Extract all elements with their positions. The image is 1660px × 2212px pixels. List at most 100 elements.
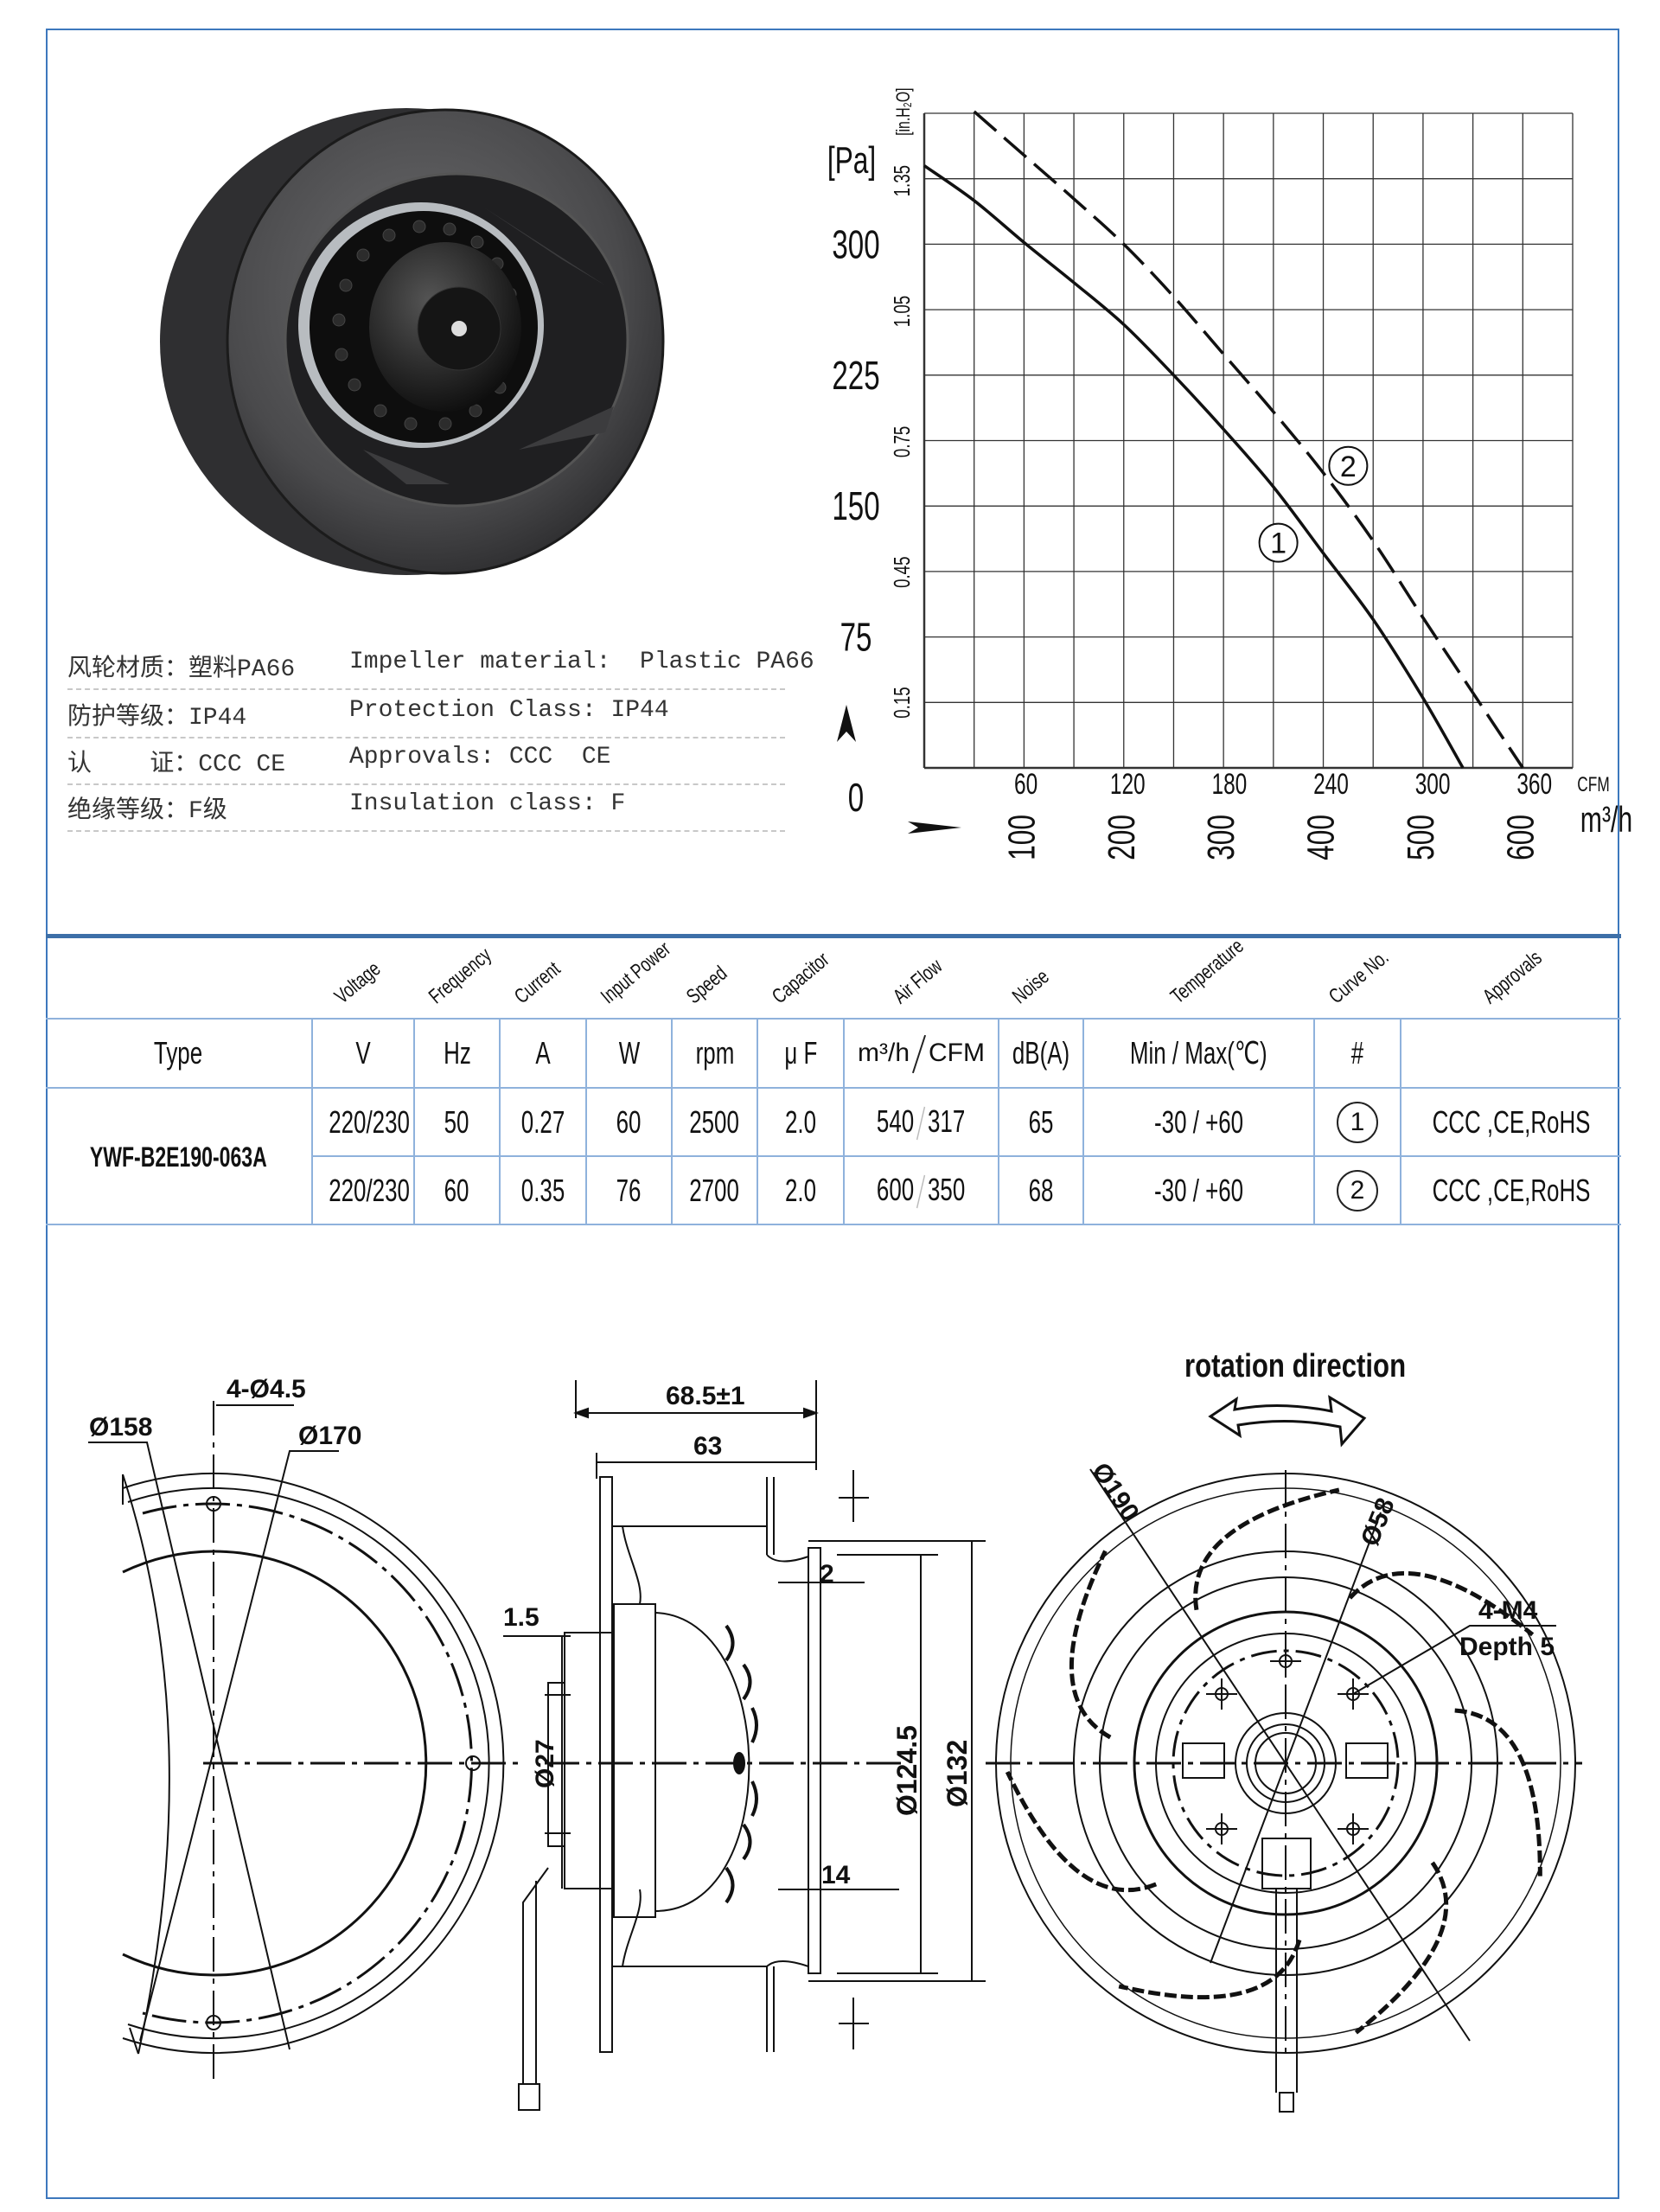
label-d158: Ø158: [89, 1413, 152, 1442]
rotation-arrow-icon[interactable]: [1208, 1395, 1367, 1448]
mounting-hole: [1206, 1813, 1237, 1844]
header-cell: Input Power: [586, 937, 674, 1020]
header-cell: Temperature: [1083, 934, 1314, 1020]
unit-power: W: [618, 1035, 640, 1071]
x-secondary-tick-label: 60: [1014, 768, 1038, 801]
model-type: YWF-B2E190-063A: [90, 1141, 267, 1173]
unit-airflow-m3h: m³/h: [858, 1038, 910, 1067]
cell-curve-badge: 2: [1337, 1169, 1378, 1211]
header-cell: Capacitor: [757, 938, 844, 1020]
header-cell: Approvals: [1401, 938, 1621, 1020]
header-type-blank: [46, 938, 312, 1020]
header-noise: Noise: [1008, 964, 1054, 1009]
y-tick-label: 75: [840, 616, 872, 659]
header-curve-no: Curve No.: [1325, 945, 1394, 1009]
x-secondary-tick-label: 240: [1313, 768, 1349, 801]
header-cell: Curve No.: [1314, 938, 1401, 1020]
spec-en: Insulation class: F: [349, 790, 626, 817]
cell-voltage: 220/230: [329, 1172, 410, 1208]
cell-noise: 68: [1028, 1172, 1054, 1208]
cell-speed: 2700: [689, 1172, 740, 1208]
impeller-blade: [1193, 1487, 1340, 1611]
header-temperature: Temperature: [1165, 934, 1248, 1009]
label-flange: 1.5: [503, 1603, 540, 1632]
y-secondary-tick-label: 1.35: [889, 165, 915, 196]
y-axis-arrow-icon: [837, 705, 856, 742]
header-capacitor: Capacitor: [768, 948, 834, 1009]
unit-current: A: [535, 1035, 551, 1071]
impeller-blade: [1354, 1861, 1449, 2035]
unit-curve: #: [1350, 1035, 1364, 1071]
table-row: YWF-B2E190-063A 220/230 50 0.27 60 2500 …: [46, 1087, 1621, 1225]
impeller-blade: [1005, 1770, 1158, 1893]
y-secondary-tick-label: 0.45: [889, 557, 915, 588]
x-tick-label: 200: [1101, 815, 1143, 860]
mounting-hole: [1270, 1646, 1301, 1677]
label-gap: 2: [820, 1560, 834, 1589]
impeller-blade: [1069, 1550, 1112, 1740]
label-depth: 63: [693, 1432, 722, 1461]
header-air-flow: Air Flow: [888, 954, 947, 1009]
side-view-drawing: 68.5±1 63 1.5 Ø27 2 14 Ø124.5 Ø132: [503, 1380, 986, 2111]
unit-voltage: V: [355, 1035, 371, 1071]
front-view-drawing: Ø158 4-Ø4.5 Ø170: [88, 1375, 519, 2084]
cell-airflow-m3h: 600: [877, 1171, 915, 1207]
x-axis-label: m³/h: [1580, 799, 1632, 840]
x-tick-label: 600: [1499, 815, 1542, 860]
x-secondary-tick-label: 180: [1211, 768, 1247, 801]
y-tick-label: 0: [848, 777, 864, 820]
y-tick-label: 300: [832, 223, 879, 266]
header-cell: Voltage: [312, 938, 414, 1020]
unit-noise: dB(A): [1012, 1035, 1070, 1071]
y-secondary-tick-label: 0.15: [889, 687, 915, 718]
impeller-blade: [1118, 1939, 1302, 2000]
type-label: Type: [154, 1035, 203, 1071]
label-thread-depth: Depth 5: [1459, 1633, 1555, 1661]
cell-frequency: 50: [444, 1103, 469, 1140]
header-input-power: Input Power: [596, 937, 675, 1009]
cell-current: 0.27: [520, 1103, 565, 1140]
cell-temperature: -30 / +60: [1153, 1103, 1244, 1140]
header-voltage: Voltage: [330, 956, 386, 1009]
x-secondary-tick-label: 120: [1110, 768, 1146, 801]
label-holes: 4-Ø4.5: [227, 1375, 306, 1403]
rear-view-drawing: rotation direction Ø190 Ø58 4-M4 Depth 5: [986, 1348, 1582, 2113]
label-overall-depth: 68.5±1: [666, 1382, 745, 1410]
cell-speed: 2500: [689, 1103, 740, 1140]
label-inner-diameter: Ø124.5: [891, 1725, 923, 1816]
cell-power: 60: [616, 1103, 642, 1140]
header-cell: Frequency: [414, 938, 500, 1020]
spec-en: Impeller material: Plastic PA66: [349, 649, 814, 675]
unit-capacitor: μ F: [784, 1035, 817, 1071]
y-axis-label: [Pa]: [827, 139, 876, 182]
label-outer-diameter: Ø132: [942, 1740, 973, 1807]
spec-cn: 绝缘等级：F级: [67, 798, 227, 825]
cell-capacitor: 2.0: [784, 1172, 817, 1208]
x-secondary-axis-label: CFM: [1577, 773, 1609, 796]
mounting-hole: [1206, 1678, 1237, 1710]
label-rotation-direction: rotation direction: [1184, 1348, 1406, 1384]
spec-en: Protection Class: IP44: [349, 697, 669, 724]
x-tick-label: 100: [1000, 815, 1043, 860]
x-tick-label: 300: [1200, 815, 1242, 860]
header-speed: Speed: [681, 962, 731, 1009]
section-divider: [46, 934, 1621, 938]
curve-1: [923, 164, 1465, 769]
header-approvals: Approvals: [1478, 946, 1547, 1009]
unit-temperature: Min / Max(℃): [1130, 1035, 1267, 1071]
cell-voltage: 220/230: [329, 1103, 410, 1140]
label-thread: 4-M4: [1478, 1596, 1538, 1625]
cell-airflow-m3h: 540: [877, 1103, 915, 1139]
y-secondary-tick-label: 1.05: [889, 296, 915, 327]
spec-cn: 认 证：CCC CE: [67, 751, 286, 778]
cell-frequency: 60: [444, 1172, 469, 1208]
impeller-blade: [1454, 1708, 1542, 1876]
cell-noise: 65: [1028, 1103, 1054, 1140]
header-cell: Air Flow: [844, 938, 999, 1020]
label-d190: Ø190: [1086, 1458, 1145, 1527]
